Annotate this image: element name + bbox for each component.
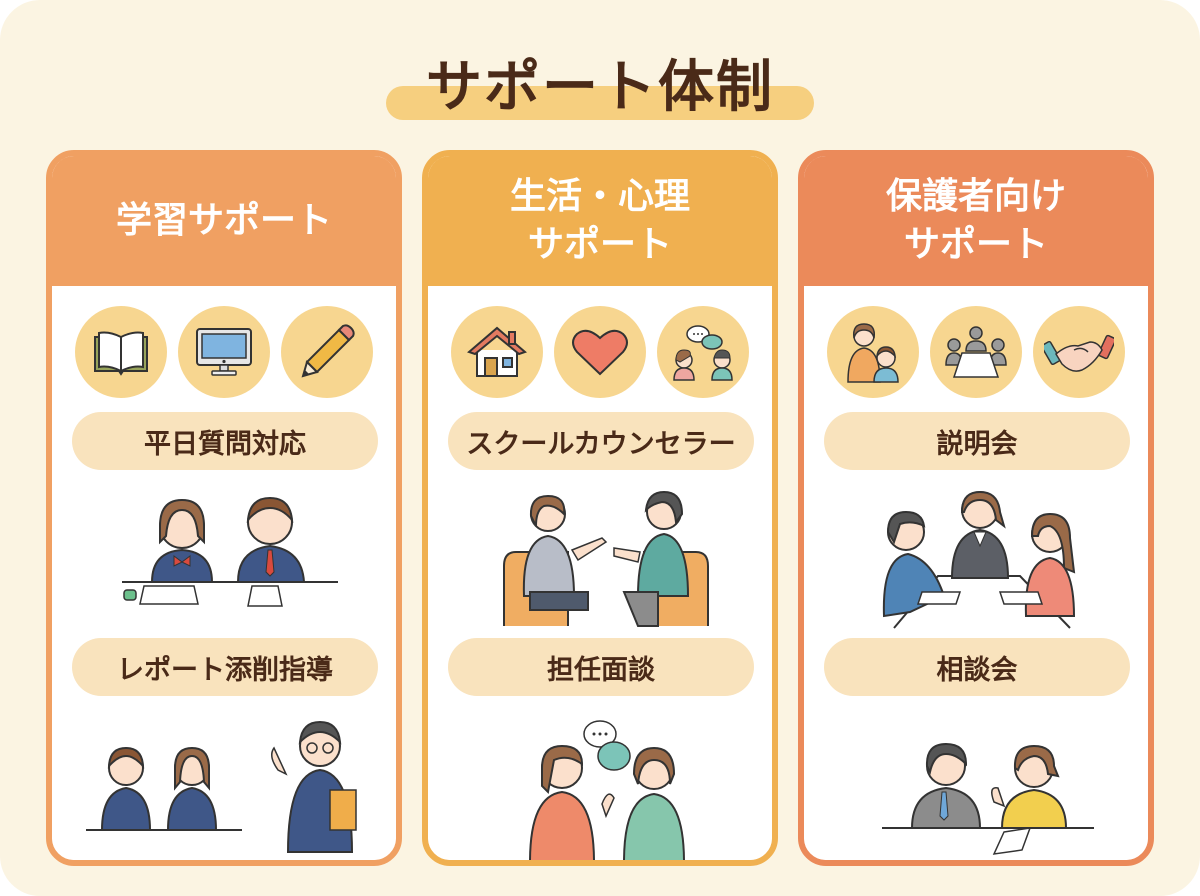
item-label: レポート添削指導: [117, 654, 333, 686]
item-briefing-session: 説明会: [824, 412, 1130, 470]
item-homeroom-interview: 担任面談: [448, 638, 754, 696]
card-parent-support: 保護者向け サポート 説明会: [798, 150, 1154, 866]
title-area: サポート体制: [0, 36, 1200, 126]
icon-row: [52, 306, 396, 398]
homeroom-talk-illustration: [458, 712, 754, 860]
students-studying-illustration: [82, 486, 378, 636]
open-book-icon: [75, 306, 167, 398]
icon-row: [804, 306, 1148, 398]
counselor-session-illustration: [458, 486, 754, 636]
card-body: 平日質問対応 レポート添削指: [52, 286, 396, 860]
page-title: サポート体制: [426, 55, 774, 120]
house-icon: [451, 306, 543, 398]
item-label: 説明会: [936, 428, 1018, 460]
item-label: スクールカウンセラー: [466, 428, 736, 460]
meeting-table-icon: [930, 306, 1022, 398]
item-weekday-questions: 平日質問対応: [72, 412, 378, 470]
item-report-correction: レポート添削指導: [72, 638, 378, 696]
handshake-icon: [1033, 306, 1125, 398]
card-title-line-2: サポート: [903, 224, 1048, 265]
card-body: スクールカウンセラー 担任面: [428, 286, 772, 860]
card-body: 説明会: [804, 286, 1148, 860]
card-title: 学習サポート: [115, 200, 332, 241]
icon-row: [428, 306, 772, 398]
item-consultation-session: 相談会: [824, 638, 1130, 696]
card-title-line-2: サポート: [527, 224, 672, 265]
teacher-explaining-illustration: [82, 712, 378, 860]
card-life-psychology-support: 生活・心理 サポート スクールカウンセラー: [422, 150, 778, 866]
parent-child-icon: [827, 306, 919, 398]
conversation-icon: [657, 306, 749, 398]
item-label: 平日質問対応: [144, 428, 306, 460]
card-learning-support: 学習サポート 平日質問対応: [46, 150, 402, 866]
briefing-meeting-illustration: [834, 486, 1130, 636]
card-header: 学習サポート: [52, 156, 396, 286]
item-label: 相談会: [936, 654, 1018, 686]
item-school-counselor: スクールカウンセラー: [448, 412, 754, 470]
desktop-monitor-icon: [178, 306, 270, 398]
pencil-icon: [281, 306, 373, 398]
title-highlight: [386, 86, 814, 120]
card-title-line-1: 保護者向け: [885, 176, 1066, 217]
card-header: 保護者向け サポート: [804, 156, 1148, 286]
heart-icon: [554, 306, 646, 398]
consultation-meeting-illustration: [834, 712, 1130, 860]
card-header: 生活・心理 サポート: [428, 156, 772, 286]
card-title-line-1: 生活・心理: [509, 176, 690, 217]
item-label: 担任面談: [547, 654, 655, 686]
